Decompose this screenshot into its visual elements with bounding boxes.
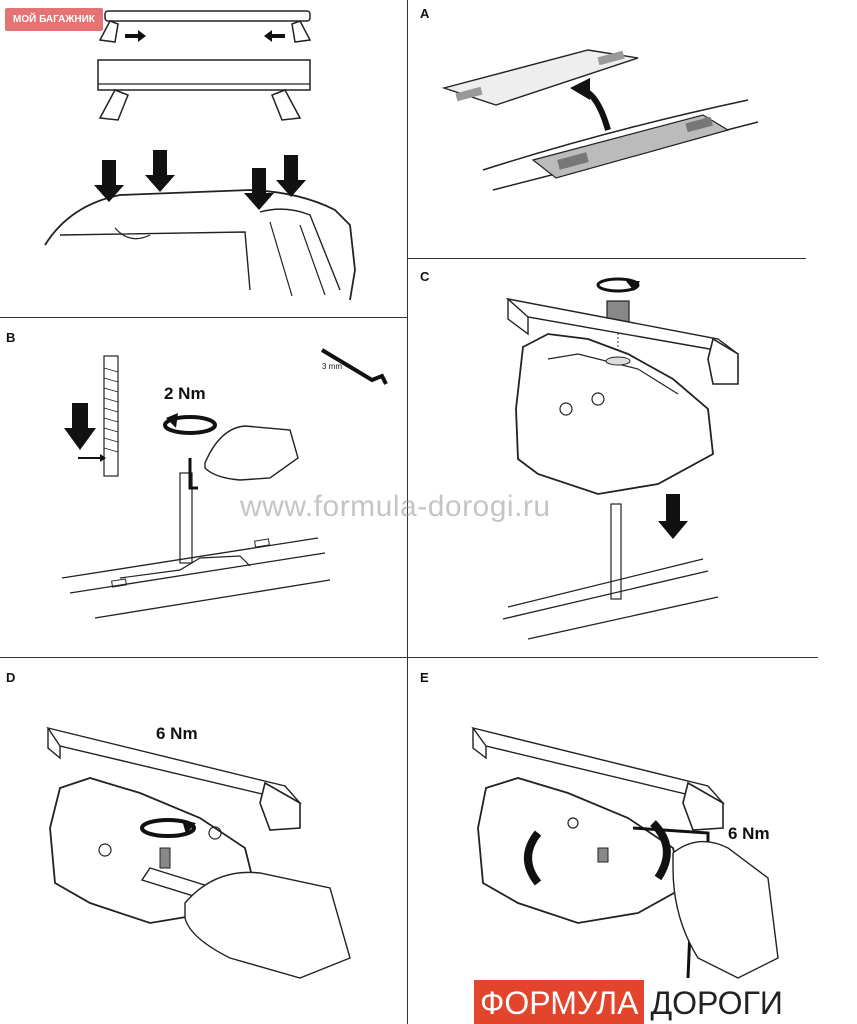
panel-a-label: A (420, 6, 430, 21)
logo-part2: ДОРОГИ (644, 980, 789, 1024)
panel-b: B 2 Nm 3 mm (0, 318, 407, 657)
panel-d-torque: 6 Nm (156, 724, 198, 743)
panel-d: D 6 Nm (0, 658, 407, 1024)
panel-e-illustration (471, 726, 779, 979)
panel-d-illustration (46, 726, 351, 979)
panel-c: C (408, 259, 857, 657)
panel-b-label: B (6, 330, 16, 345)
overview-illustration (44, 10, 356, 301)
panel-overview: МОЙ БАГАЖНИК (0, 0, 407, 317)
panel-b-tool-size: 3 mm (322, 362, 342, 371)
divider-left-1 (0, 317, 408, 318)
panel-a: A (408, 0, 857, 258)
panel-e: E 6 Nm (408, 658, 857, 1024)
panel-a-illustration (441, 49, 759, 191)
panel-b-torque: 2 Nm (164, 384, 206, 403)
formula-dorogi-logo: ФОРМУЛА ДОРОГИ (474, 980, 789, 1024)
divider-vertical (407, 0, 408, 1024)
panel-b-illustration (61, 348, 388, 619)
logo-part1: ФОРМУЛА (474, 980, 645, 1024)
panel-c-illustration (502, 277, 739, 640)
panel-e-label: E (420, 670, 429, 685)
panel-c-label: C (420, 269, 430, 284)
divider-middle (0, 657, 818, 658)
panel-d-label: D (6, 670, 16, 685)
brand-badge: МОЙ БАГАЖНИК (5, 8, 103, 31)
divider-right-1 (408, 258, 806, 259)
panel-e-torque: 6 Nm (728, 824, 770, 843)
watermark-url: www.formula-dorogi.ru (240, 490, 551, 523)
